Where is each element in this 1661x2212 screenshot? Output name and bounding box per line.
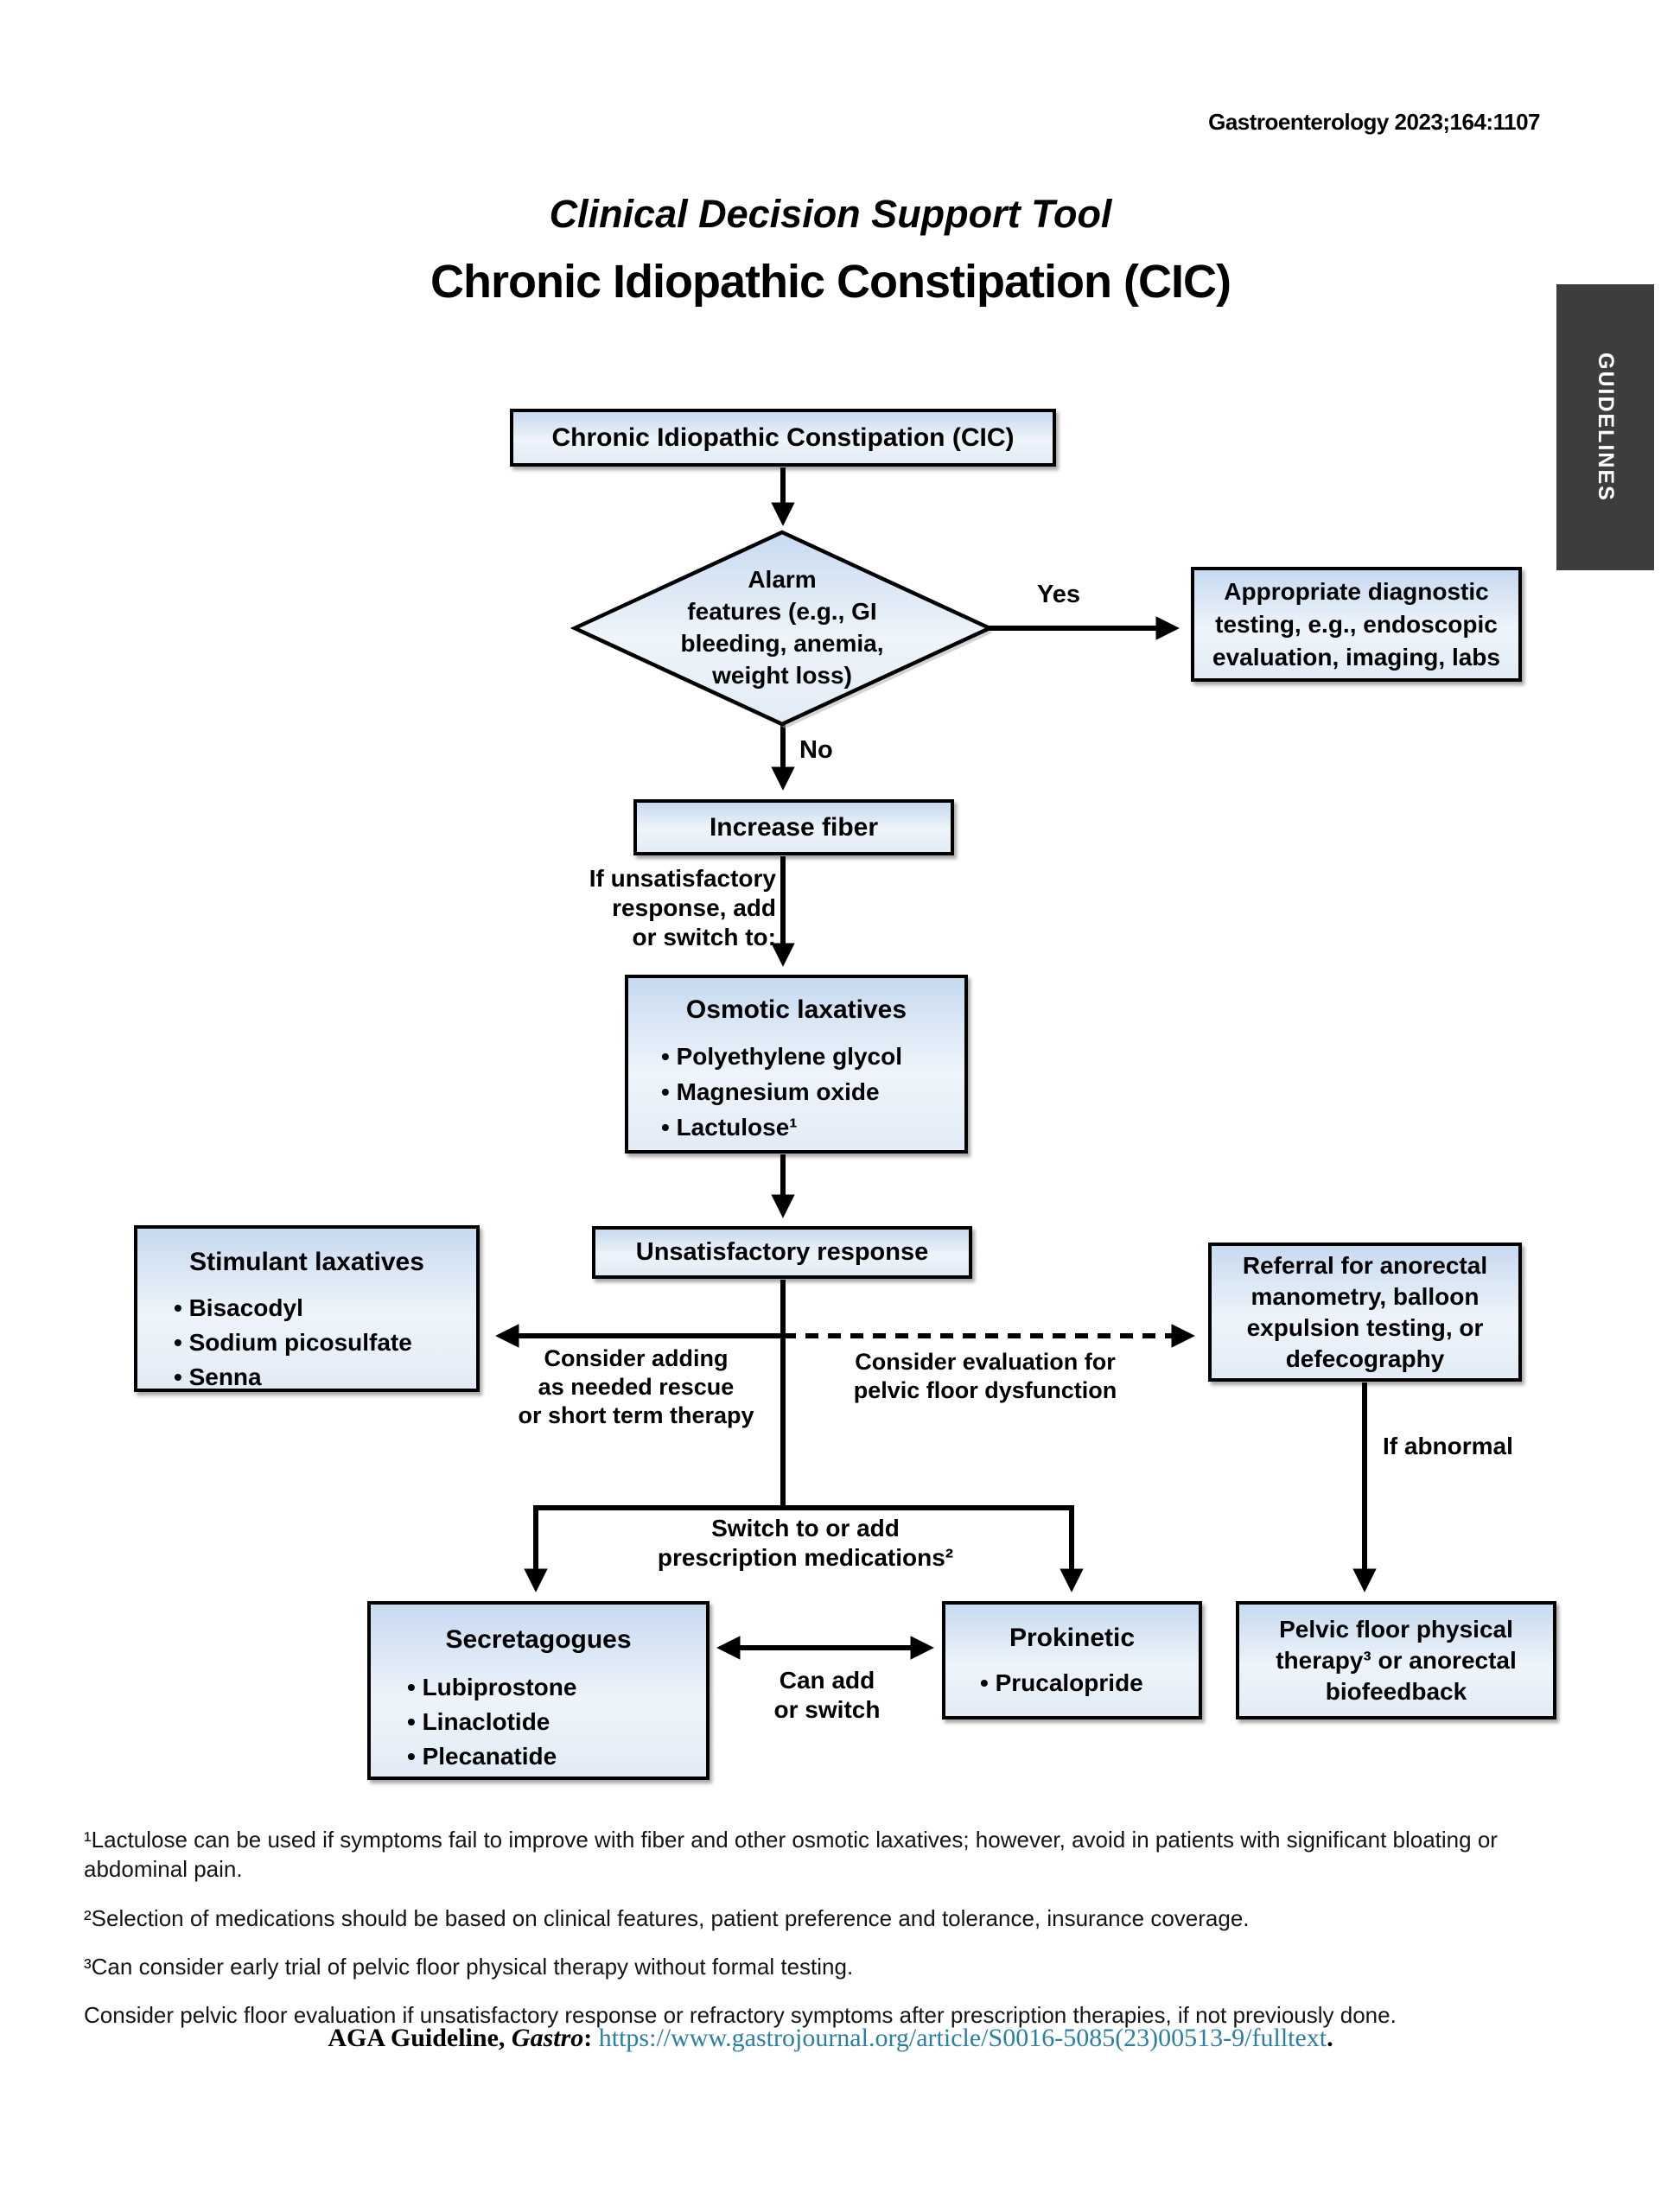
label-line: If unsatisfactory — [589, 865, 776, 892]
node-cic: Chronic Idiopathic Constipation (CIC) — [510, 409, 1056, 467]
node-stimulant-laxatives: Stimulant laxatives • Bisacodyl • Sodium… — [134, 1225, 480, 1392]
node-prokinetic-title: Prokinetic — [1009, 1624, 1136, 1652]
guidelines-side-tab: GUIDELINES — [1556, 284, 1654, 570]
edge-label-switch-to: Switch to or add prescription medication… — [633, 1514, 977, 1573]
diagnostic-line: evaluation, imaging, labs — [1212, 643, 1500, 671]
list-item: • Magnesium oxide — [661, 1078, 880, 1105]
referral-line: expulsion testing, or — [1246, 1313, 1484, 1341]
node-prokinetic: Prokinetic • Prucalopride — [942, 1601, 1202, 1719]
node-secretagogues-items: • Lubiprostone • Linaclotide • Plecanati… — [371, 1670, 706, 1774]
label-line: Can add — [779, 1667, 875, 1694]
node-secretagogues: Secretagogues • Lubiprostone • Linacloti… — [367, 1601, 710, 1780]
pelvic-line: Pelvic floor physical — [1279, 1615, 1513, 1643]
label-line: pelvic floor dysfunction — [853, 1377, 1117, 1403]
node-osmotic-title: Osmotic laxatives — [685, 995, 907, 1024]
list-item: • Prucalopride — [980, 1669, 1143, 1696]
node-diagnostic-testing: Appropriate diagnostic testing, e.g., en… — [1191, 567, 1522, 682]
node-unsatisfactory-title: Unsatisfactory response — [635, 1238, 929, 1266]
citation-journal: Gastro — [511, 2024, 584, 2052]
alarm-line: features (e.g., GI — [687, 598, 877, 625]
alarm-decision-text: Alarm features (e.g., GI bleeding, anemi… — [605, 563, 959, 691]
node-cic-title: Chronic Idiopathic Constipation (CIC) — [551, 423, 1015, 452]
diagnostic-line: Appropriate diagnostic — [1224, 577, 1489, 605]
edge-label-no: No — [799, 736, 833, 764]
node-prokinetic-items: • Prucalopride — [945, 1665, 1199, 1700]
edge-label-consider-evaluation: Consider evaluation for pelvic floor dys… — [821, 1348, 1149, 1405]
referral-line: defecography — [1285, 1344, 1445, 1372]
edge-label-if-unsatisfactory: If unsatisfactory response, add or switc… — [519, 864, 776, 952]
pelvic-line: therapy³ or anorectal — [1276, 1646, 1517, 1674]
footnote-2: ²Selection of medications should be base… — [84, 1904, 1250, 1931]
node-stimulant-items: • Bisacodyl • Sodium picosulfate • Senna — [137, 1291, 476, 1395]
list-item: • Lubiprostone — [407, 1674, 577, 1700]
diagnostic-line: testing, e.g., endoscopic — [1215, 610, 1498, 638]
node-osmotic-items: • Polyethylene glycol • Magnesium oxide … — [628, 1039, 964, 1145]
alarm-line: bleeding, anemia, — [680, 630, 884, 657]
citation-link[interactable]: https://www.gastrojournal.org/article/S0… — [598, 2024, 1327, 2052]
label-line: or switch — [773, 1696, 881, 1723]
list-item: • Polyethylene glycol — [661, 1043, 903, 1070]
citation-period: . — [1327, 2024, 1333, 2052]
referral-line: Referral for anorectal — [1242, 1251, 1488, 1279]
node-osmotic-laxatives: Osmotic laxatives • Polyethylene glycol … — [625, 975, 968, 1154]
footnote-3: ³Can consider early trial of pelvic floo… — [84, 1953, 854, 1980]
node-increase-fiber: Increase fiber — [633, 799, 954, 855]
alarm-line: weight loss) — [712, 662, 852, 689]
list-item: • Bisacodyl — [174, 1294, 303, 1321]
label-line: or switch to: — [632, 924, 776, 950]
citation-separator: : — [583, 2024, 599, 2052]
referral-line: manometry, balloon — [1251, 1282, 1480, 1310]
node-increase-fiber-title: Increase fiber — [709, 812, 879, 842]
label-line: as needed rescue — [538, 1374, 735, 1400]
citation-label: AGA Guideline, — [328, 2024, 512, 2052]
journal-reference: Gastroenterology 2023;164:1107 — [1208, 109, 1540, 135]
footnote-4: Consider pelvic floor evaluation if unsa… — [84, 2002, 1397, 2029]
label-line: response, add — [612, 894, 776, 921]
node-pelvic-floor-therapy: Pelvic floor physical therapy³ or anorec… — [1236, 1601, 1556, 1719]
guidelines-side-tab-label: GUIDELINES — [1594, 353, 1618, 502]
list-item: • Plecanatide — [407, 1743, 557, 1770]
page-title: Chronic Idiopathic Constipation (CIC) — [430, 256, 1231, 308]
label-line: Consider adding — [544, 1345, 729, 1371]
node-referral: Referral for anorectal manometry, balloo… — [1208, 1243, 1522, 1382]
document-subtitle: Clinical Decision Support Tool — [549, 192, 1112, 236]
footnote-1: ¹Lactulose can be used if symptoms fail … — [84, 1827, 1498, 1883]
list-item: • Lactulose¹ — [661, 1114, 798, 1141]
edge-label-if-abnormal: If abnormal — [1383, 1433, 1513, 1459]
pelvic-line: biofeedback — [1325, 1677, 1467, 1705]
edge-label-yes: Yes — [1037, 581, 1080, 608]
list-item: • Linaclotide — [407, 1708, 550, 1735]
list-item: • Sodium picosulfate — [174, 1329, 412, 1356]
label-line: Switch to or add — [711, 1515, 900, 1541]
label-line: prescription medications² — [657, 1544, 954, 1571]
node-unsatisfactory-response: Unsatisfactory response — [592, 1226, 972, 1279]
edge-label-can-add: Can add or switch — [758, 1666, 896, 1725]
node-secretagogues-title: Secretagogues — [445, 1625, 632, 1654]
label-line: or short term therapy — [518, 1402, 754, 1428]
alarm-line: Alarm — [748, 566, 817, 593]
list-item: • Senna — [174, 1363, 262, 1390]
node-stimulant-title: Stimulant laxatives — [189, 1248, 424, 1276]
footnotes: ¹Lactulose can be used if symptoms fail … — [84, 1825, 1536, 2050]
alarm-decision-diamond — [570, 530, 995, 728]
edge-label-consider-adding: Consider adding as needed rescue or shor… — [489, 1344, 783, 1430]
citation: AGA Guideline, Gastro: https://www.gastr… — [0, 2024, 1661, 2053]
label-line: Consider evaluation for — [855, 1349, 1116, 1375]
